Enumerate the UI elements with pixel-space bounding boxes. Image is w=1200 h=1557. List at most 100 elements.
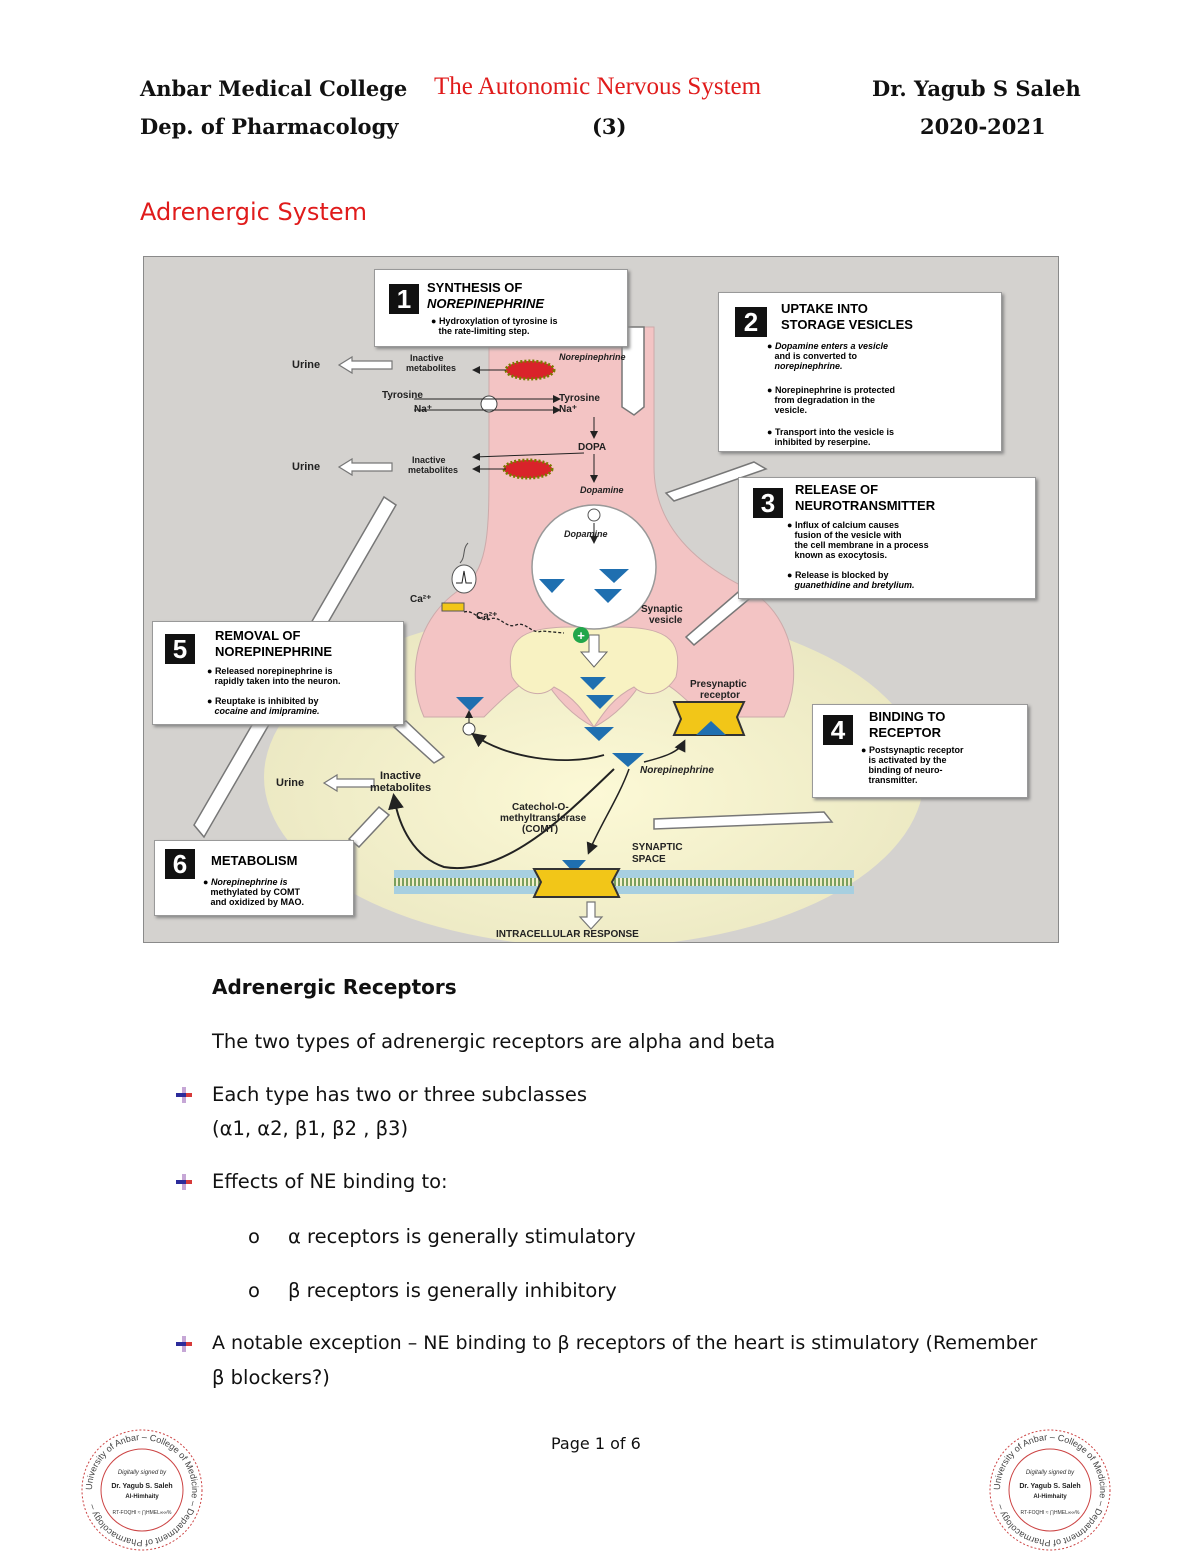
callout-box-uptake: 2 UPTAKE INTO STORAGE VESICLES ● Dopamin…	[718, 292, 1002, 452]
sub-bullet-marker: o	[248, 1279, 260, 1302]
adrenergic-synapse-figure: + Urine Urine Urine Inactive metabolites…	[143, 256, 1059, 947]
lecture-number: (3)	[592, 114, 627, 139]
box-bullet: ● Postsynaptic receptor is activated by …	[861, 745, 964, 785]
receptors-intro: The two types of adrenergic receptors ar…	[212, 1030, 776, 1053]
ne-molecule	[456, 697, 484, 711]
urine-label: Urine	[292, 359, 320, 371]
box-title: STORAGE VESICLES	[781, 317, 913, 332]
inactive-label: Inactive	[412, 455, 446, 465]
box-bullet: ● Released norepinephrine is rapidly tak…	[207, 666, 341, 686]
dopa-label: DOPA	[578, 442, 606, 453]
box-bullet: ● Influx of calcium causes fusion of the…	[787, 520, 929, 560]
bullet-subclasses-list: (α1, α2, β1, β2 , β3)	[212, 1117, 409, 1140]
plus-icon	[573, 627, 589, 643]
metabolites-label: metabolites	[370, 782, 431, 794]
comt-label: methyltransferase	[500, 813, 587, 824]
urine-label: Urine	[276, 777, 304, 789]
tyrosine-label: Tyrosine	[382, 390, 423, 401]
urine-label: Urine	[292, 461, 320, 473]
signature-stamp-left: University of Anbar – College of Medicin…	[80, 1428, 204, 1552]
tyrosine-transporter	[480, 395, 498, 413]
arrow-bullet-icon	[176, 1174, 192, 1190]
box-bullet: ● Norepinephrine is methylated by COMT a…	[203, 877, 305, 907]
box-bullet: ● Reuptake is inhibited by cocaine and i…	[207, 696, 320, 716]
dopamine-label: Dopamine	[564, 529, 608, 539]
ne-molecule	[580, 677, 606, 690]
intracellular-label: INTRACELLULAR RESPONSE	[496, 929, 639, 940]
ne-molecule	[696, 721, 726, 735]
box-bullet: ● Release is blocked by guanethidine and…	[787, 570, 915, 590]
svg-text:Digitally signed by: Digitally signed by	[118, 1470, 167, 1476]
course-title: The Autonomic Nervous System	[434, 73, 762, 100]
step-number: 1	[389, 284, 419, 314]
vesicle-transporter	[587, 508, 601, 522]
urine-arrow	[337, 355, 393, 375]
mao-mitochondrion	[504, 359, 556, 381]
step-number: 6	[165, 849, 195, 879]
box-title: BINDING TO	[869, 709, 946, 724]
box-title: NEUROTRANSMITTER	[795, 498, 936, 513]
ne-molecule	[594, 589, 622, 603]
section-title: Adrenergic System	[140, 198, 367, 226]
svg-text:Digitally signed by: Digitally signed by	[1026, 1470, 1075, 1476]
academic-year: 2020-2021	[920, 114, 1046, 139]
receptors-heading: Adrenergic Receptors	[212, 975, 457, 999]
na-label: Na⁺	[559, 404, 577, 415]
box-bullet: ● Dopamine enters a vesicle and is conve…	[767, 341, 888, 371]
svg-text:Dr. Yagub S. Saleh: Dr. Yagub S. Saleh	[111, 1483, 172, 1490]
synaptic-space-label: SPACE	[632, 854, 666, 865]
pointer-arrow	[653, 811, 834, 830]
callout-box-binding: 4 BINDING TO RECEPTOR ● Postsynaptic rec…	[812, 704, 1028, 798]
comt-label: Catechol-O-	[512, 802, 569, 813]
presynaptic-label: Presynaptic	[690, 679, 747, 690]
postsynaptic-membrane	[394, 870, 854, 894]
box-title: REMOVAL OF	[215, 628, 301, 643]
box-title: SYNTHESIS OF	[427, 280, 523, 295]
intracellular-arrow	[578, 901, 604, 930]
svg-text:RT-FOQHI ≈ ∏HMEL∞∞%: RT-FOQHI ≈ ∏HMEL∞∞%	[1021, 1510, 1080, 1516]
box-title: METABOLISM	[211, 853, 298, 868]
ne-molecule	[612, 753, 644, 767]
step-number: 3	[753, 488, 783, 518]
bullet-subclasses: Each type has two or three subclasses	[212, 1083, 588, 1106]
box-bullet: ● Transport into the vesicle is inhibite…	[767, 427, 894, 447]
ne-molecule	[562, 860, 586, 873]
college-name: Anbar Medical College	[140, 76, 408, 101]
vesicle-label: vesicle	[649, 615, 683, 626]
signature-stamp-right: University of Anbar – College of Medicin…	[988, 1428, 1112, 1552]
na-label: Na⁺	[414, 404, 432, 415]
sub-bullet-beta: β receptors is generally inhibitory	[288, 1279, 617, 1302]
svg-text:RT-FOQHI ≈ ∏HMEL∞∞%: RT-FOQHI ≈ ∏HMEL∞∞%	[113, 1510, 172, 1516]
bullet-exception-cont: β blockers?)	[212, 1366, 330, 1389]
postsynaptic-receptor	[532, 868, 621, 898]
box-bullet: ● Hydroxylation of tyrosine is the rate-…	[431, 316, 558, 336]
urine-arrow	[322, 773, 375, 793]
synaptic-label: Synaptic	[641, 604, 683, 615]
author-name: Dr. Yagub S Saleh	[872, 76, 1081, 101]
svg-text:Al-Himhaity: Al-Himhaity	[1033, 1494, 1067, 1500]
urine-arrow	[337, 457, 393, 477]
page-number: Page 1 of 6	[551, 1434, 641, 1453]
synaptic-vesicle	[531, 504, 657, 630]
norepinephrine-label: Norepinephrine	[559, 352, 626, 362]
step-number: 4	[823, 715, 853, 745]
calcium-channel	[441, 602, 465, 612]
bullet-effects: Effects of NE binding to:	[212, 1170, 448, 1193]
metabolites-label: metabolites	[408, 465, 458, 475]
box-title: UPTAKE INTO	[781, 301, 868, 316]
norepinephrine-label: Norepinephrine	[640, 765, 714, 776]
arrow-bullet-icon	[176, 1087, 192, 1103]
calcium-label: Ca²⁺	[476, 611, 497, 622]
step-number: 5	[165, 634, 195, 664]
step-number: 2	[735, 307, 767, 337]
svg-text:Al-Himhaity: Al-Himhaity	[125, 1494, 159, 1500]
box-title: RECEPTOR	[869, 725, 941, 740]
sub-bullet-alpha: α receptors is generally stimulatory	[288, 1225, 636, 1248]
arrow-bullet-icon	[176, 1336, 192, 1352]
box-title: NOREPINEPHRINE	[215, 644, 333, 659]
tyrosine-label: Tyrosine	[559, 393, 600, 404]
callout-box-synthesis: 1 SYNTHESIS OF NOREPINEPHRINE ● Hydroxyl…	[374, 269, 628, 347]
bullet-exception: A notable exception – NE binding to β re…	[212, 1332, 1038, 1354]
inactive-label: Inactive	[380, 770, 421, 782]
metabolites-label: metabolites	[406, 363, 456, 373]
